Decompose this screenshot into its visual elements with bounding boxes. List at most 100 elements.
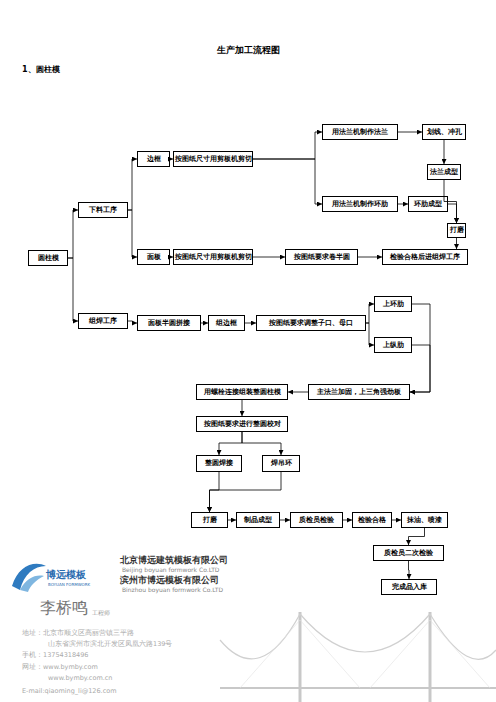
process-box: 上环肋 bbox=[374, 296, 412, 312]
flow-arrow bbox=[444, 140, 445, 164]
flow-arrow bbox=[444, 180, 457, 223]
process-box: 按图纸要求卷半圆 bbox=[285, 249, 358, 265]
node-label: 上环肋 bbox=[383, 301, 404, 308]
process-box: 组焊工序 bbox=[78, 313, 128, 329]
process-box: 划线、冲孔 bbox=[422, 124, 466, 140]
text-label: 手机：13754318496 bbox=[22, 652, 89, 659]
flow-arrow bbox=[253, 159, 322, 204]
flow-arrow bbox=[245, 323, 256, 324]
node-label: 按图纸尺寸用剪板机剪切 bbox=[175, 254, 252, 261]
node-label: 整圆焊接 bbox=[205, 460, 233, 467]
text-label: 李桥鸣 bbox=[40, 600, 88, 616]
flow-arrow bbox=[242, 400, 243, 416]
process-box: 按图纸要求调整子口、母口 bbox=[256, 315, 366, 331]
process-box: 焊吊环 bbox=[262, 455, 300, 472]
flow-arrow bbox=[392, 520, 401, 521]
node-label: 组边框 bbox=[216, 320, 237, 327]
flow-arrow bbox=[366, 304, 374, 323]
process-box: 抹油、喷漆 bbox=[401, 512, 448, 528]
node-label: 质检员检验 bbox=[299, 517, 334, 524]
flow-arrow bbox=[408, 561, 410, 579]
diagram-title: 生产加工流程图 bbox=[0, 46, 496, 55]
text-label: E-mail:qiaoming_li@126.com bbox=[22, 688, 117, 695]
node-label: 面板 bbox=[147, 254, 161, 261]
flow-arrow bbox=[128, 159, 137, 210]
node-label: 检验合格后进组焊工序 bbox=[390, 254, 460, 261]
text-label: Binzhou boyuan formwork Co.LTD bbox=[122, 587, 223, 593]
process-box: 用法兰机制作环肋 bbox=[322, 196, 398, 212]
process-box: 按图纸要求进行整圆校对 bbox=[196, 416, 288, 432]
flow-arrow bbox=[280, 520, 290, 521]
flow-arrow bbox=[219, 432, 242, 455]
node-label: 用螺栓连接组装整圆柱模 bbox=[204, 389, 281, 396]
flow-arrow bbox=[210, 472, 282, 512]
flow-arrow bbox=[358, 257, 382, 258]
process-box: 面板半圆拼接 bbox=[137, 315, 201, 331]
node-label: 用法兰机制作法兰 bbox=[332, 129, 388, 136]
node-label: 下料工序 bbox=[89, 207, 117, 214]
process-box: 面板 bbox=[137, 249, 170, 265]
flow-arrow bbox=[170, 257, 173, 258]
logo-swoosh bbox=[20, 576, 44, 592]
node-label: 按图纸要求进行整圆校对 bbox=[204, 421, 281, 428]
text-label: 1、圆柱模 bbox=[22, 66, 60, 74]
flow-arrow bbox=[398, 204, 408, 205]
flow-arrow bbox=[288, 392, 308, 393]
node-label: 按图纸要求卷半圆 bbox=[294, 254, 350, 261]
process-box: 按图纸尺寸用剪板机剪切 bbox=[173, 151, 253, 167]
process-box: 检验合格后进组焊工序 bbox=[382, 249, 468, 265]
node-label: 按图纸要求调整子口、母口 bbox=[269, 320, 353, 327]
node-label: 主法兰加固，上三角强劲板 bbox=[317, 389, 401, 396]
process-box: 上纵肋 bbox=[374, 337, 412, 353]
flow-arrow bbox=[448, 204, 457, 223]
flow-arrow bbox=[398, 132, 422, 133]
process-box: 打磨 bbox=[191, 512, 228, 528]
text-label: 北京博远建筑模板有限公司 bbox=[120, 556, 228, 565]
process-box: 环肋成型 bbox=[408, 196, 448, 212]
process-box: 整圆焊接 bbox=[196, 455, 242, 472]
node-label: 面板半圆拼接 bbox=[148, 320, 190, 327]
process-box: 法兰成型 bbox=[427, 164, 461, 180]
node-label: 打磨 bbox=[203, 517, 217, 524]
node-label: 划线、冲孔 bbox=[427, 129, 462, 136]
flow-arrow bbox=[201, 323, 208, 324]
process-box: 打磨 bbox=[447, 223, 466, 238]
text-label: Beijing boyuan formwork Co.LTD bbox=[122, 567, 219, 573]
node-label: 检验合格 bbox=[358, 517, 386, 524]
process-box: 主法兰加固，上三角强劲板 bbox=[308, 384, 410, 400]
flow-arrow bbox=[253, 257, 285, 258]
process-box: 制品成型 bbox=[236, 512, 280, 528]
node-label: 组焊工序 bbox=[89, 318, 117, 325]
process-box: 质检员二次检验 bbox=[373, 545, 444, 561]
process-box: 边框 bbox=[137, 151, 170, 167]
text-label: BOYUAN FORMWORK bbox=[48, 583, 90, 587]
flow-arrow bbox=[410, 304, 430, 392]
text-label: 工程师 bbox=[92, 610, 110, 616]
flow-arrow bbox=[128, 210, 137, 257]
text-label: 网址：www.bymby.com bbox=[22, 664, 98, 671]
node-label: 质检员二次检验 bbox=[384, 550, 433, 557]
node-label: 法兰成型 bbox=[430, 169, 458, 176]
node-label: 按图纸尺寸用剪板机剪切 bbox=[175, 156, 252, 163]
bridge-cable bbox=[220, 614, 496, 659]
text-label: 地址：北京市顺义区高丽营镇三平路 bbox=[22, 630, 134, 637]
flow-arrow bbox=[410, 345, 430, 392]
node-label: 焊吊环 bbox=[271, 460, 292, 467]
bridge-deck bbox=[220, 687, 496, 689]
process-box: 用法兰机制作法兰 bbox=[322, 124, 398, 140]
process-box: 组边框 bbox=[208, 315, 245, 331]
flow-arrow bbox=[170, 159, 173, 160]
flow-arrow bbox=[343, 520, 352, 521]
node-label: 抹油、喷漆 bbox=[407, 517, 442, 524]
flow-arrow bbox=[456, 238, 457, 249]
flow-arrow bbox=[228, 520, 236, 521]
process-box: 按图纸尺寸用剪板机剪切 bbox=[173, 249, 253, 265]
text-label: 博远模板 bbox=[46, 570, 86, 580]
text-label: 山东省滨州市滨北开发区凤凰六路139号 bbox=[48, 641, 172, 648]
bridge-stays bbox=[240, 620, 490, 688]
flow-arrow bbox=[68, 210, 78, 258]
process-box: 下料工序 bbox=[78, 202, 128, 218]
node-label: 制品成型 bbox=[244, 517, 272, 524]
